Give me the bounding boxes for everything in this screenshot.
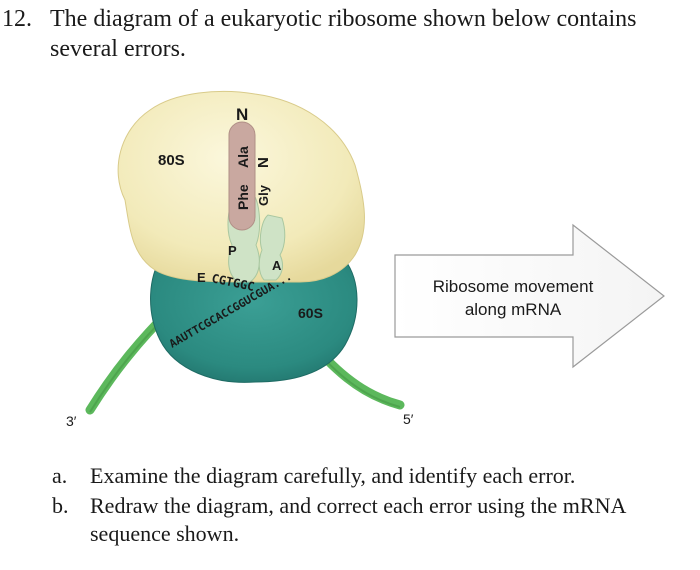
part-b-letter: b. (52, 493, 69, 518)
arrow-label-line2: along mRNA (465, 300, 562, 319)
peptide-residue-ala: Ala (235, 146, 251, 168)
site-a-label: A (272, 258, 282, 273)
peptide-chain (228, 121, 256, 231)
part-b-text: Redraw the diagram, and correct each err… (90, 493, 626, 546)
peptide-n-terminus: N (236, 105, 248, 124)
ribosome-diagram: 80S N Ala Phe Gly N P A E CGTGGC AAUTTCG… (0, 70, 700, 450)
part-b: b. Redraw the diagram, and correct each … (0, 492, 700, 548)
peptide-residue-gly: Gly (256, 184, 271, 206)
trna-a-site (258, 214, 286, 281)
site-e-label: E (197, 270, 206, 285)
question-text: The diagram of a eukaryotic ribosome sho… (50, 6, 637, 62)
mrna-end-5prime: 5′ (403, 411, 414, 427)
part-a-text: Examine the diagram carefully, and ident… (90, 463, 576, 488)
mrna-end-3prime: 3′ (66, 413, 77, 429)
peptide-residue-phe: Phe (235, 184, 251, 210)
part-a-letter: a. (52, 463, 68, 488)
ribosome-figure: 80S N Ala Phe Gly N P A E CGTGGC AAUTTCG… (66, 90, 665, 429)
arrow-label-line1: Ribosome movement (433, 277, 594, 296)
question-parts: a. Examine the diagram carefully, and id… (0, 462, 700, 550)
small-subunit-label: 60S (298, 305, 323, 321)
question-number: 12. (2, 6, 32, 32)
large-subunit-label: 80S (158, 152, 185, 169)
site-p-label: P (228, 243, 237, 258)
ribosome-movement-arrow (394, 223, 665, 369)
peptide-n-side: N (255, 157, 272, 168)
part-a: a. Examine the diagram carefully, and id… (0, 462, 700, 490)
